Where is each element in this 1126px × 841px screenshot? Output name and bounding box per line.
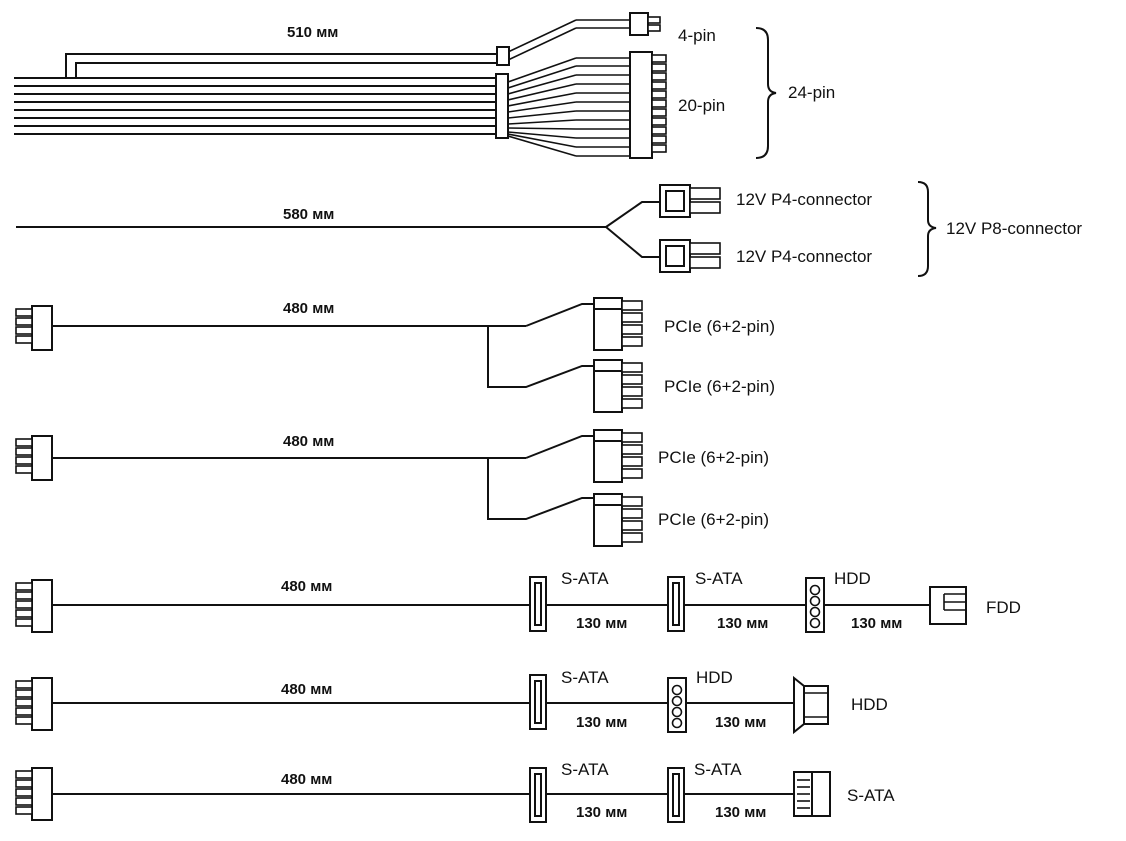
- periph-2-psu-plug: [15, 677, 53, 731]
- pcie-1-label-b: PCIe (6+2-pin): [664, 377, 775, 396]
- pcie-1-label-a: PCIe (6+2-pin): [664, 317, 775, 336]
- periph-3-cable-length: 480 мм: [281, 771, 332, 788]
- pcie-1-connector-b: [593, 359, 643, 413]
- periph-1-segment-2-length: 130 мм: [717, 615, 768, 632]
- atx-20pin-connector: [629, 51, 667, 159]
- cpu-p4-connector-bottom: [659, 239, 721, 273]
- cpu-p8-group-label: 12V P8-connector: [946, 219, 1082, 238]
- periph-3-sata-connector-2: [667, 767, 685, 823]
- cpu-p4-label-bottom: 12V P4-connector: [736, 247, 872, 266]
- pcie-1-connector-a: [593, 297, 643, 351]
- periph-3-segment-2-length: 130 мм: [715, 804, 766, 821]
- periph-1-label-fdd: FDD: [986, 598, 1021, 617]
- cpu-cable-length: 580 мм: [283, 206, 334, 223]
- periph-2-cable-length: 480 мм: [281, 681, 332, 698]
- atx-cable: 510 мм 4-pin 20-pin 24-pin: [14, 12, 835, 159]
- periph-1-psu-plug: [15, 579, 53, 633]
- cpu-p8-brace: [917, 181, 937, 277]
- periph-2-label-hdd-end: HDD: [851, 695, 888, 714]
- peripheral-cable-1: 480 мм S-ATA S-ATA HDD FDD 130 мм 130 мм…: [15, 569, 1021, 633]
- periph-1-sata-connector-2: [667, 576, 685, 632]
- atx-4pin-connector: [629, 12, 661, 36]
- periph-1-label-sata-2: S-ATA: [695, 569, 743, 588]
- periph-3-segment-1-length: 130 мм: [576, 804, 627, 821]
- atx-cable-length: 510 мм: [287, 24, 338, 41]
- atx-4pin-sleeve: [496, 46, 510, 66]
- periph-1-label-hdd: HDD: [834, 569, 871, 588]
- periph-3-sata-connector-1: [529, 767, 547, 823]
- periph-2-molex-connector: [667, 677, 687, 733]
- pcie-1-cable-length: 480 мм: [283, 300, 334, 317]
- cpu-p4-label-top: 12V P4-connector: [736, 190, 872, 209]
- cpu-branch-top: [605, 201, 660, 228]
- periph-1-segment-3-length: 130 мм: [851, 615, 902, 632]
- pcie-2-connector-b: [593, 493, 643, 547]
- periph-1-label-sata-1: S-ATA: [561, 569, 609, 588]
- periph-3-sata-end-connector: [793, 771, 831, 817]
- pcie-cable-1: 480 мм PCIe (6+2-pin) PCIe (6+2-pin): [15, 297, 775, 413]
- atx-20pin-sleeve: [495, 73, 509, 139]
- periph-2-hdd-end-connector: [793, 675, 829, 735]
- atx-fanout-wires: [507, 19, 630, 157]
- periph-1-molex-connector: [805, 577, 825, 633]
- peripheral-cable-3: 480 мм S-ATA S-ATA S-ATA 130 мм 130 мм: [15, 760, 895, 823]
- periph-2-segment-2-length: 130 мм: [715, 714, 766, 731]
- periph-2-sata-connector-1: [529, 674, 547, 730]
- periph-3-label-sata-end: S-ATA: [847, 786, 895, 805]
- atx-4pin-label: 4-pin: [678, 26, 716, 45]
- periph-1-sata-connector-1: [529, 576, 547, 632]
- pcie-2-connector-a: [593, 429, 643, 483]
- periph-3-label-sata-2: S-ATA: [694, 760, 742, 779]
- cpu-p4-connector-top: [659, 184, 721, 218]
- pcie-2-psu-plug: [15, 435, 53, 481]
- periph-1-cable-length: 480 мм: [281, 578, 332, 595]
- periph-1-fdd-connector: [929, 586, 967, 625]
- periph-1-segment-1-length: 130 мм: [576, 615, 627, 632]
- atx-wire-bundle: [14, 53, 498, 135]
- pcie-1-psu-plug: [15, 305, 53, 351]
- periph-2-segment-1-length: 130 мм: [576, 714, 627, 731]
- atx-20pin-label: 20-pin: [678, 96, 725, 115]
- periph-3-psu-plug: [15, 767, 53, 821]
- atx-24pin-brace: [755, 27, 777, 159]
- peripheral-cable-2: 480 мм S-ATA HDD HDD 130 мм 130 мм: [15, 668, 888, 735]
- periph-2-label-hdd: HDD: [696, 668, 733, 687]
- pcie-cable-2: 480 мм PCIe (6+2-pin) PCIe (6+2-pin): [15, 429, 769, 547]
- pcie-2-label-b: PCIe (6+2-pin): [658, 510, 769, 529]
- pcie-2-label-a: PCIe (6+2-pin): [658, 448, 769, 467]
- atx-24pin-group-label: 24-pin: [788, 83, 835, 102]
- pcie-2-cable-length: 480 мм: [283, 433, 334, 450]
- cpu-cable: 580 мм 12V P4-connector 12V P4-connector…: [16, 181, 1082, 277]
- cpu-branch-bottom: [605, 226, 660, 258]
- periph-2-label-sata: S-ATA: [561, 668, 609, 687]
- periph-3-label-sata-1: S-ATA: [561, 760, 609, 779]
